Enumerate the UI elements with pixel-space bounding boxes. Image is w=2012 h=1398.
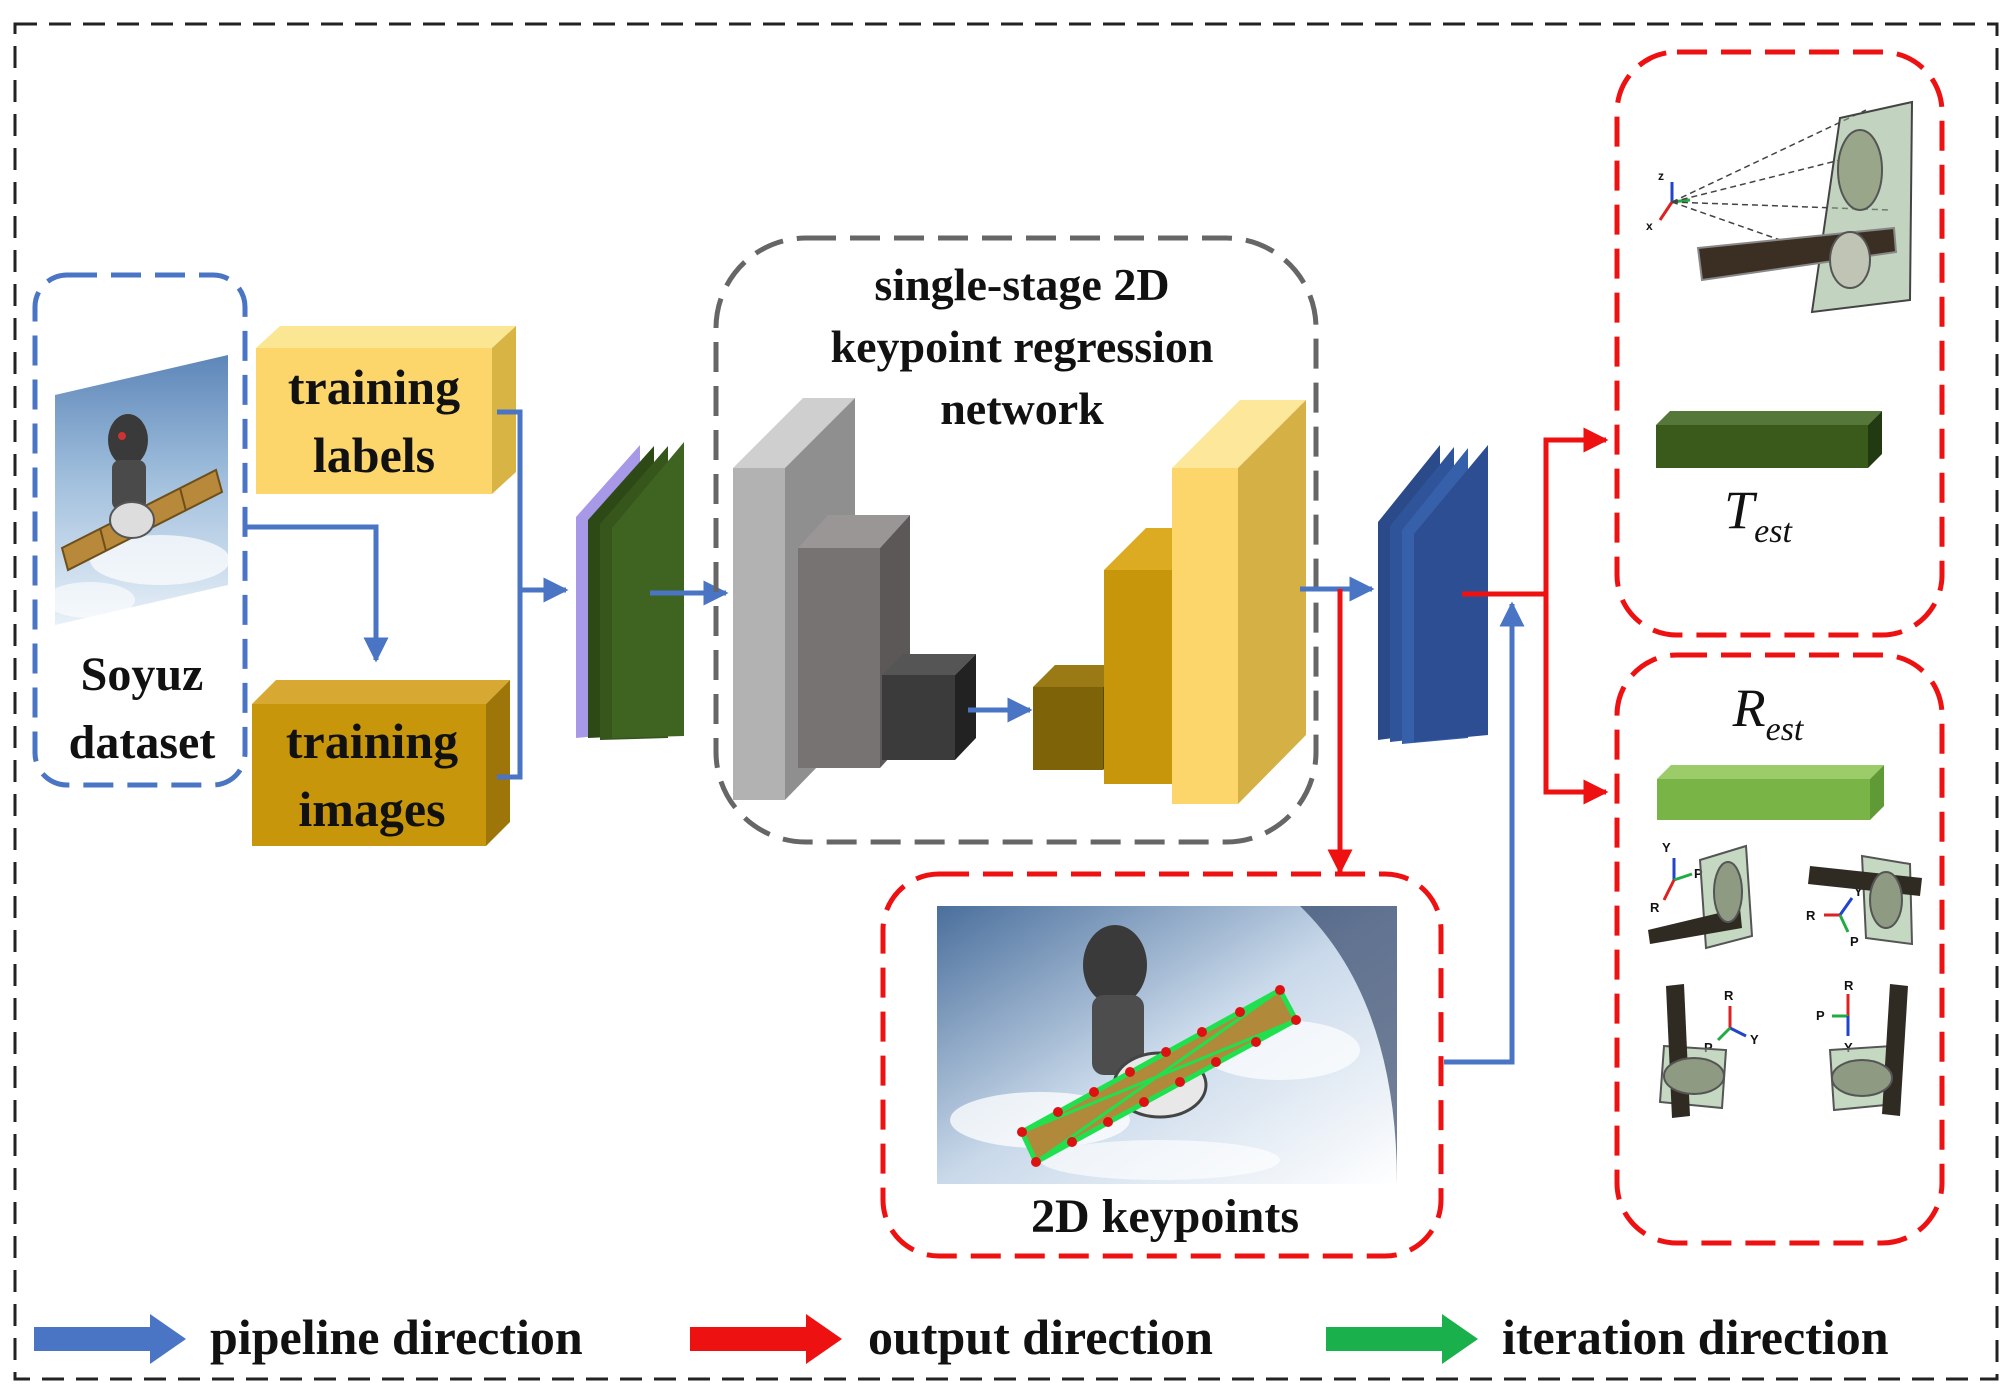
output-feature-stack (1378, 445, 1488, 744)
axis-p-label: P (1694, 866, 1703, 881)
axis-x-label: x (1646, 219, 1653, 233)
rotation-pose-1: Y P R (1648, 840, 1754, 950)
svg-text:Test: Test (1724, 480, 1793, 550)
output-arrow-to-translation (1543, 427, 1609, 594)
legend-pipeline-arrow (34, 1314, 186, 1364)
legend-pipeline-label: pipeline direction (210, 1309, 583, 1365)
axis-y-label-3: Y (1750, 1032, 1759, 1047)
satellite-image-icon (937, 906, 1397, 1184)
axis-p-label-2: P (1850, 934, 1859, 949)
axis-p-label-3: P (1704, 1040, 1713, 1055)
input-feature-stack (576, 442, 684, 740)
coordinate-axes-icon: z x (1646, 169, 1691, 233)
decoder-block-3 (1172, 400, 1306, 804)
legend-output-arrow (690, 1314, 842, 1364)
axis-r-label: R (1650, 900, 1660, 915)
training-labels-text: training (288, 359, 460, 415)
pipeline-arrow-keypoints-feedback (1444, 601, 1525, 1065)
training-labels-box (256, 326, 516, 494)
rotation-symbol-sub: est (1766, 711, 1805, 748)
training-images-text: training (286, 713, 458, 769)
legend-output-label: output direction (868, 1309, 1213, 1365)
axis-z-label: z (1658, 169, 1664, 183)
training-images-text-2: images (298, 781, 445, 837)
axis-y-label-4: Y (1844, 1040, 1853, 1055)
rotation-vector-bar (1657, 765, 1884, 820)
keypoints-box (880, 871, 1444, 1259)
axis-y-label: Y (1662, 840, 1671, 855)
translation-vector-bar (1656, 411, 1882, 468)
translation-box (1614, 49, 1945, 638)
dataset-label: Soyuz (81, 648, 204, 701)
dataset-box (32, 272, 248, 788)
network-box (713, 235, 1319, 845)
network-title: single-stage 2D (874, 259, 1169, 310)
output-arrow-to-rotation (1543, 594, 1609, 805)
translation-symbol: Test (1724, 480, 1793, 550)
axis-p-label-4: P (1816, 1008, 1825, 1023)
translation-symbol-main: T (1724, 480, 1758, 540)
keypoints-label: 2D keypoints (1031, 1190, 1299, 1243)
outer-frame (13, 22, 1999, 1381)
satellite-image-icon (45, 355, 230, 625)
rotation-symbol: Rest (1732, 678, 1805, 748)
rotation-box (1614, 652, 1945, 1246)
network-title-3: network (940, 383, 1104, 434)
satellite-bbox-icon (1696, 100, 1914, 314)
rotation-pose-2: R Y P (1806, 854, 1922, 949)
network-title-2: keypoint regression (831, 321, 1214, 372)
training-labels-text-2: labels (313, 427, 435, 483)
svg-text:Rest: Rest (1732, 678, 1805, 748)
pipeline-arrow-dataset-images (245, 524, 389, 663)
legend: pipeline direction output direction iter… (34, 1309, 1889, 1365)
dataset-label-2: dataset (69, 716, 216, 769)
rotation-symbol-main: R (1732, 678, 1766, 738)
legend-iteration-label: iteration direction (1502, 1309, 1889, 1365)
rotation-pose-3: R Y P (1658, 984, 1759, 1118)
translation-symbol-sub: est (1754, 513, 1793, 550)
axis-r-label-2: R (1806, 908, 1816, 923)
axis-r-label-3: R (1724, 988, 1734, 1003)
encoder-block-3 (882, 654, 976, 760)
axis-y-label-2: Y (1854, 884, 1863, 899)
training-images-box (252, 680, 510, 846)
legend-iteration-arrow (1326, 1314, 1478, 1364)
axis-r-label-4: R (1844, 978, 1854, 993)
pipeline-bracket-top (497, 409, 523, 780)
rotation-pose-4: R P Y (1816, 978, 1908, 1116)
